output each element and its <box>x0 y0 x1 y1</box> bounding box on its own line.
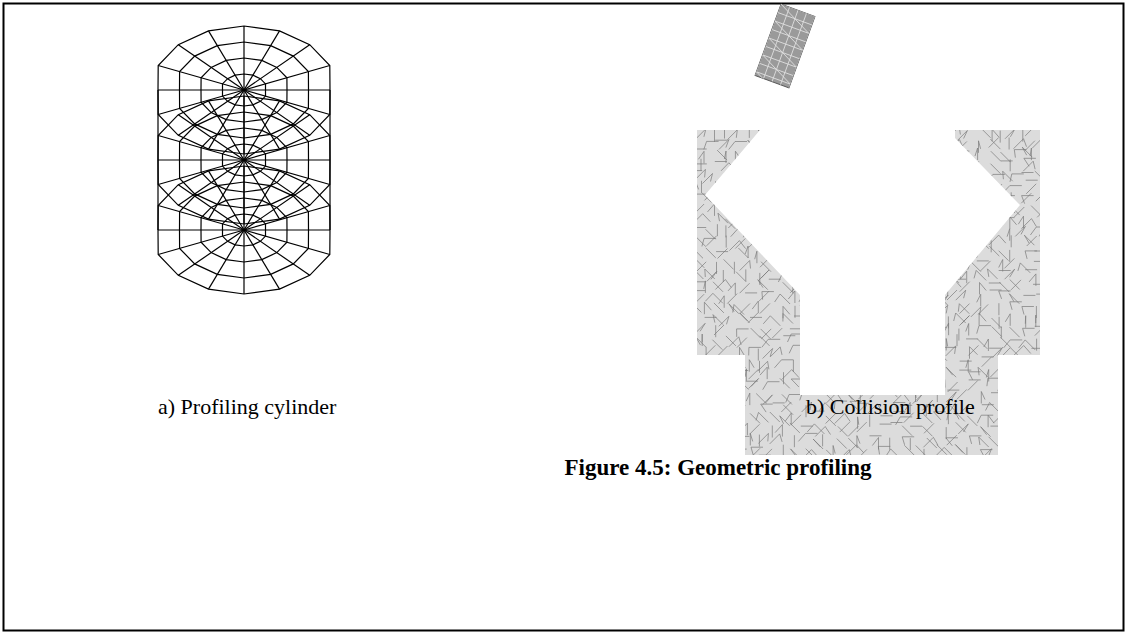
subfigure-label: b) Collision profile <box>806 394 975 420</box>
figure-frame <box>4 4 1124 631</box>
collision-profile <box>680 125 1058 473</box>
profiling-cylinder <box>158 26 330 294</box>
tool-cylinder <box>750 4 815 101</box>
figure-caption: Figure 4.5: Geometric profiling <box>564 454 871 482</box>
subfigure-label: a) Profiling cylinder <box>158 394 336 420</box>
